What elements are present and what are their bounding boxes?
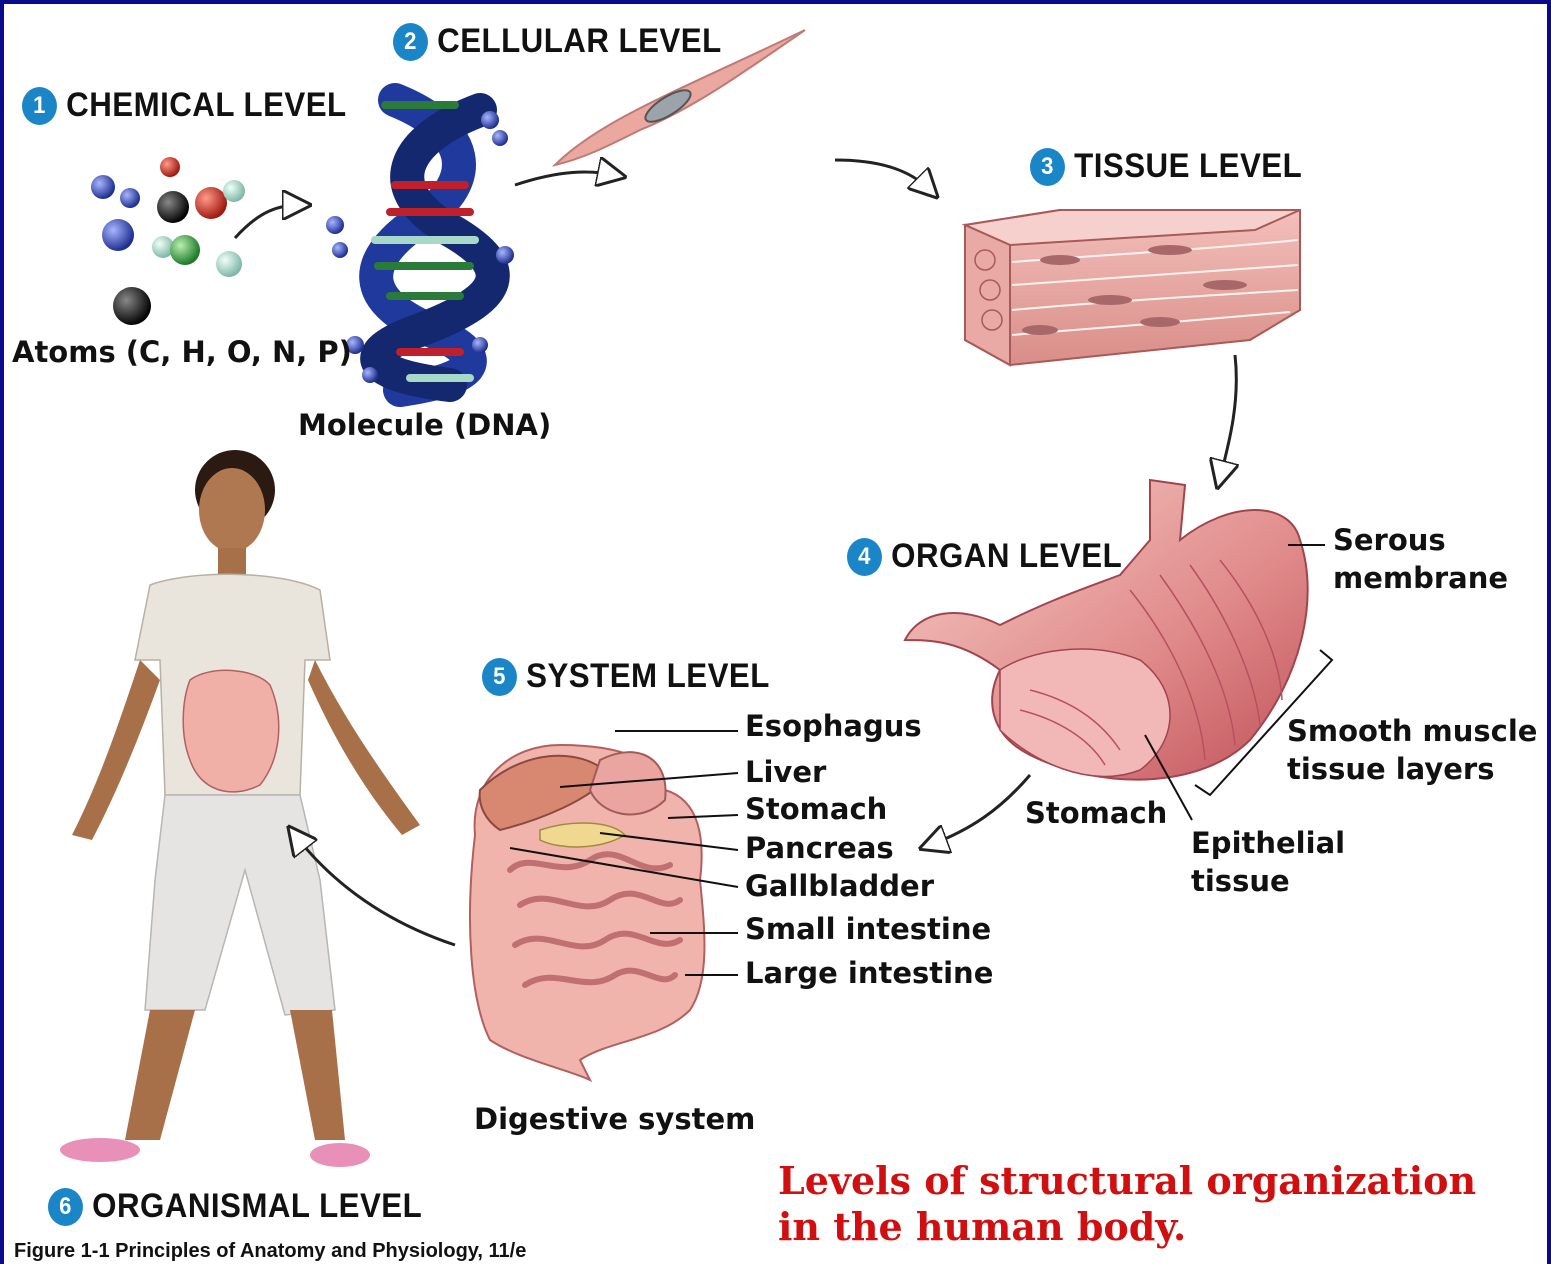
epithelial-tissue-label: Epithelial tissue [1191, 825, 1345, 900]
level-4-label: ORGAN LEVEL [891, 537, 1122, 576]
stomach-label: Stomach [745, 793, 887, 826]
arrow-molecule-to-cell [515, 172, 615, 185]
level-1-number-badge: 1 [22, 87, 57, 125]
gallbladder-label: Gallbladder [745, 870, 934, 903]
level-4-number-badge: 4 [847, 538, 882, 576]
level-2-heading: 2 CELLULAR LEVEL [393, 22, 722, 61]
arrow-organ-to-system [930, 775, 1030, 845]
esophagus-label: Esophagus [745, 710, 922, 743]
digestive-system-illustration [470, 745, 704, 1080]
level-1-label: CHEMICAL LEVEL [66, 86, 346, 125]
arrow-atoms-to-molecule [235, 205, 300, 238]
level-3-number-badge: 3 [1030, 148, 1065, 186]
atoms-label: Atoms (C, H, O, N, P) [12, 336, 352, 369]
muscle-tissue-block [965, 210, 1300, 365]
digestive-system-label: Digestive system [474, 1103, 755, 1136]
level-5-label: SYSTEM LEVEL [526, 657, 770, 696]
figure-caption: Figure 1-1 Principles of Anatomy and Phy… [14, 1240, 526, 1263]
liver-label: Liver [745, 756, 826, 789]
level-5-number-badge: 5 [482, 658, 517, 696]
stomach-organ [905, 480, 1308, 780]
person-figure [60, 450, 420, 1167]
level-6-number-badge: 6 [48, 1188, 83, 1226]
small-intestine-label: Small intestine [745, 913, 991, 946]
molecule-label: Molecule (DNA) [298, 409, 551, 442]
level-1-heading: 1 CHEMICAL LEVEL [22, 86, 347, 125]
dna-molecule [326, 100, 514, 390]
serous-membrane-label: Serous membrane [1333, 522, 1508, 597]
level-6-label: ORGANISMAL LEVEL [92, 1187, 422, 1226]
level-2-number-badge: 2 [393, 23, 428, 61]
smooth-muscle-label: Smooth muscle tissue layers [1287, 713, 1537, 788]
level-3-heading: 3 TISSUE LEVEL [1030, 147, 1302, 186]
level-5-heading: 5 SYSTEM LEVEL [482, 657, 770, 696]
arrow-cell-to-tissue [835, 160, 930, 190]
atoms-cluster [91, 157, 245, 325]
arrow-tissue-to-organ [1220, 355, 1236, 478]
level-6-heading: 6 ORGANISMAL LEVEL [48, 1187, 422, 1226]
level-2-label: CELLULAR LEVEL [437, 22, 721, 61]
stomach-organ-label: Stomach [1025, 797, 1167, 830]
slide-title: Levels of structural organization in the… [778, 1158, 1538, 1251]
level-3-label: TISSUE LEVEL [1074, 147, 1302, 186]
level-4-heading: 4 ORGAN LEVEL [847, 537, 1122, 576]
large-intestine-label: Large intestine [745, 957, 993, 990]
pancreas-label: Pancreas [745, 832, 894, 865]
